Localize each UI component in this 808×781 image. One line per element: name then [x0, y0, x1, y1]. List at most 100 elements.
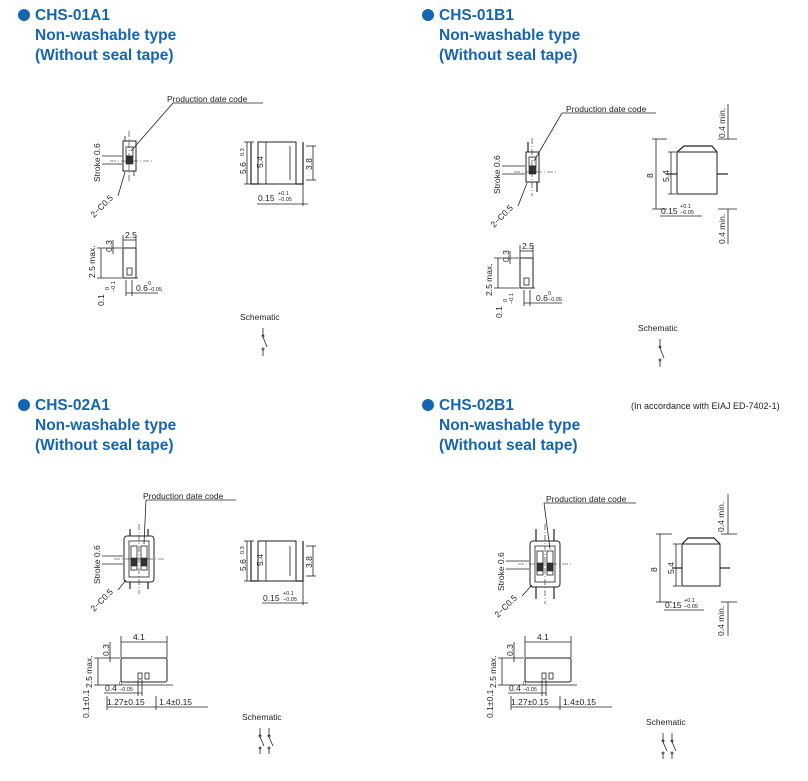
model-name: CHS-02B1 [439, 397, 514, 414]
base-dim: 0.1±0.1 [81, 689, 91, 718]
top-view: Production date code Stroke 0.6 2−C0.5 [488, 104, 656, 229]
seal-line: (Without seal tape) [35, 47, 174, 64]
panel-chs-01b1: CHS-01B1 Non-washable type (Without seal… [422, 6, 808, 391]
panel-chs-01a1: CHS-01A1 Non-washable type (Without seal… [18, 6, 418, 391]
bullet-icon [18, 399, 30, 411]
gap-dim: 0.3 [501, 250, 511, 262]
pin-tol-up: 0 [523, 681, 526, 687]
panel-header: CHS-02B1 Non-washable type (Without seal… [422, 396, 580, 456]
min-dim-top: 0.4 min. [717, 108, 727, 138]
body-dim: 5.4 [666, 562, 676, 574]
lead-tol-up: +0.1 [278, 191, 289, 197]
drawing-chs-02a1: Production date code Stroke 0.6 2−C0.5 5… [81, 491, 316, 754]
height-dim: 5.6 [238, 559, 248, 571]
pin-dim: 0.4 [509, 683, 521, 693]
front-body [122, 247, 137, 279]
width-dim: 4.1 [537, 632, 549, 642]
pin-dim: 0.4 [105, 683, 117, 693]
height-tol: 0.3 [240, 148, 246, 156]
eiaj-note: (In accordance with EIAJ ED-7402-1) [631, 401, 780, 411]
production-date-label: Production date code [566, 104, 647, 114]
front-view: 2.5 2.5 max. 0.3 0.1 0 −0.1 0.6 0 −0.05 [87, 230, 162, 306]
lead-tol-dn: −0.05 [684, 604, 698, 610]
side-body [681, 543, 721, 587]
panel-header: CHS-01B1 Non-washable type (Without seal… [422, 6, 580, 66]
lead-dim: 0.15 [665, 600, 682, 610]
schematic: Schematic [240, 312, 280, 356]
schematic: Schematic [242, 712, 282, 754]
gap-dim: 0.3 [104, 240, 114, 252]
lead-dim: 0.15 [661, 206, 678, 216]
chamfer-label: 2−C0.5 [492, 593, 519, 620]
lead-tol-dn: −0.05 [283, 597, 297, 603]
max-dim: 2.5 max. [488, 655, 498, 688]
front-body [120, 657, 168, 683]
pin-tol-up: 0 [119, 681, 122, 687]
pin-tol-dn: −0.05 [119, 687, 133, 693]
min-dim-bottom: 0.4 min. [716, 606, 726, 636]
model-name: CHS-02A1 [35, 397, 110, 414]
production-date-label: Production date code [143, 491, 224, 501]
front-view: 4.1 2.5 max. 0.3 0.1±0.1 0.4 0 −0.05 1.2… [485, 632, 612, 718]
front-body [524, 657, 572, 683]
drawing-chs-02b1: Production date code Stroke 0.6 2−C0.5 8… [485, 494, 737, 759]
bullet-icon [18, 9, 30, 21]
type-line: Non-washable type [439, 417, 581, 434]
side-view: 8 5.4 0.4 min. 0.4 min. 0.15 +0.1 −0.05 [649, 494, 737, 636]
pin-tol-up: 0 [148, 281, 151, 287]
pin-dim: 0.6 [536, 293, 548, 303]
max-dim: 2.5 max. [84, 655, 94, 688]
stroke-label: Stroke 0.6 [492, 155, 502, 194]
schematic: Schematic [638, 323, 678, 367]
panel-header: CHS-01A1 Non-washable type (Without seal… [18, 6, 176, 66]
overall-dim: 8 [645, 173, 655, 178]
drawing-chs-01b1: Production date code Stroke 0.6 2−C0.5 8… [484, 104, 737, 367]
base-dim: 0.1 [96, 294, 106, 306]
model-name: CHS-01B1 [439, 7, 514, 24]
gap-dim: 0.3 [101, 644, 111, 656]
schematic: Schematic [646, 717, 686, 759]
seal-line: (Without seal tape) [35, 437, 174, 454]
side-view: 5.6 0.3 5.4 3.8 0.15 +0.1 −0.05 [238, 141, 316, 206]
front-body [519, 257, 534, 289]
type-line: Non-washable type [439, 27, 581, 44]
height-dim: 5.6 [238, 162, 248, 174]
stroke-label: Stroke 0.6 [496, 552, 506, 591]
stroke-label: Stroke 0.6 [92, 143, 102, 182]
model-name: CHS-01A1 [35, 7, 110, 24]
pitch-dim: 1.27±0.15 [107, 697, 145, 707]
seal-line: (Without seal tape) [439, 437, 578, 454]
pin-tol-dn: −0.05 [523, 687, 537, 693]
base-dim: 0.1±0.1 [485, 689, 495, 718]
schematic-label: Schematic [240, 312, 280, 322]
top-view: Production date code Stroke 0.6 2−C0.5 [88, 94, 263, 219]
base-tol-dn: −0.1 [509, 293, 515, 304]
lead-tol-up: +0.1 [680, 204, 691, 210]
base-tol-up: 0 [503, 299, 509, 302]
schematic-label: Schematic [646, 717, 686, 727]
inner-dim: 3.8 [304, 556, 314, 568]
panel-chs-02a1: CHS-02A1 Non-washable type (Without seal… [18, 396, 418, 781]
slider-knob [125, 155, 134, 165]
side-body [676, 151, 718, 195]
height-tol: 0.3 [240, 546, 246, 554]
panel-header: CHS-02A1 Non-washable type (Without seal… [18, 396, 176, 456]
pin-tol-dn: −0.05 [148, 287, 162, 293]
bullet-icon [422, 9, 434, 21]
width-dim: 2.5 [125, 230, 137, 240]
side-view: 8 5.4 0.4 min. 0.4 min. 0.15 +0.1 −0.05 [645, 104, 737, 244]
lead-tol-up: +0.1 [684, 598, 695, 604]
body-dim: 5.4 [661, 170, 671, 182]
drawing-chs-01a1: Production date code Stroke 0.6 2−C0.5 5… [87, 94, 316, 356]
body-dim: 5.4 [255, 156, 265, 168]
front-view: 2.5 2.5 max. 0.3 0.1 0 −0.1 0.6 0 −0.05 [484, 241, 562, 318]
schematic-label: Schematic [638, 323, 678, 333]
seal-line: (Without seal tape) [439, 47, 578, 64]
end-dim: 1.4±0.15 [159, 697, 192, 707]
chamfer-label: 2−C0.5 [88, 587, 115, 614]
pin-tol-up: 0 [548, 291, 551, 297]
max-dim: 2.5 max. [484, 263, 494, 296]
schematic-label: Schematic [242, 712, 282, 722]
max-dim: 2.5 max. [87, 245, 97, 278]
top-view: Production date code Stroke 0.6 2−C0.5 [88, 491, 236, 613]
